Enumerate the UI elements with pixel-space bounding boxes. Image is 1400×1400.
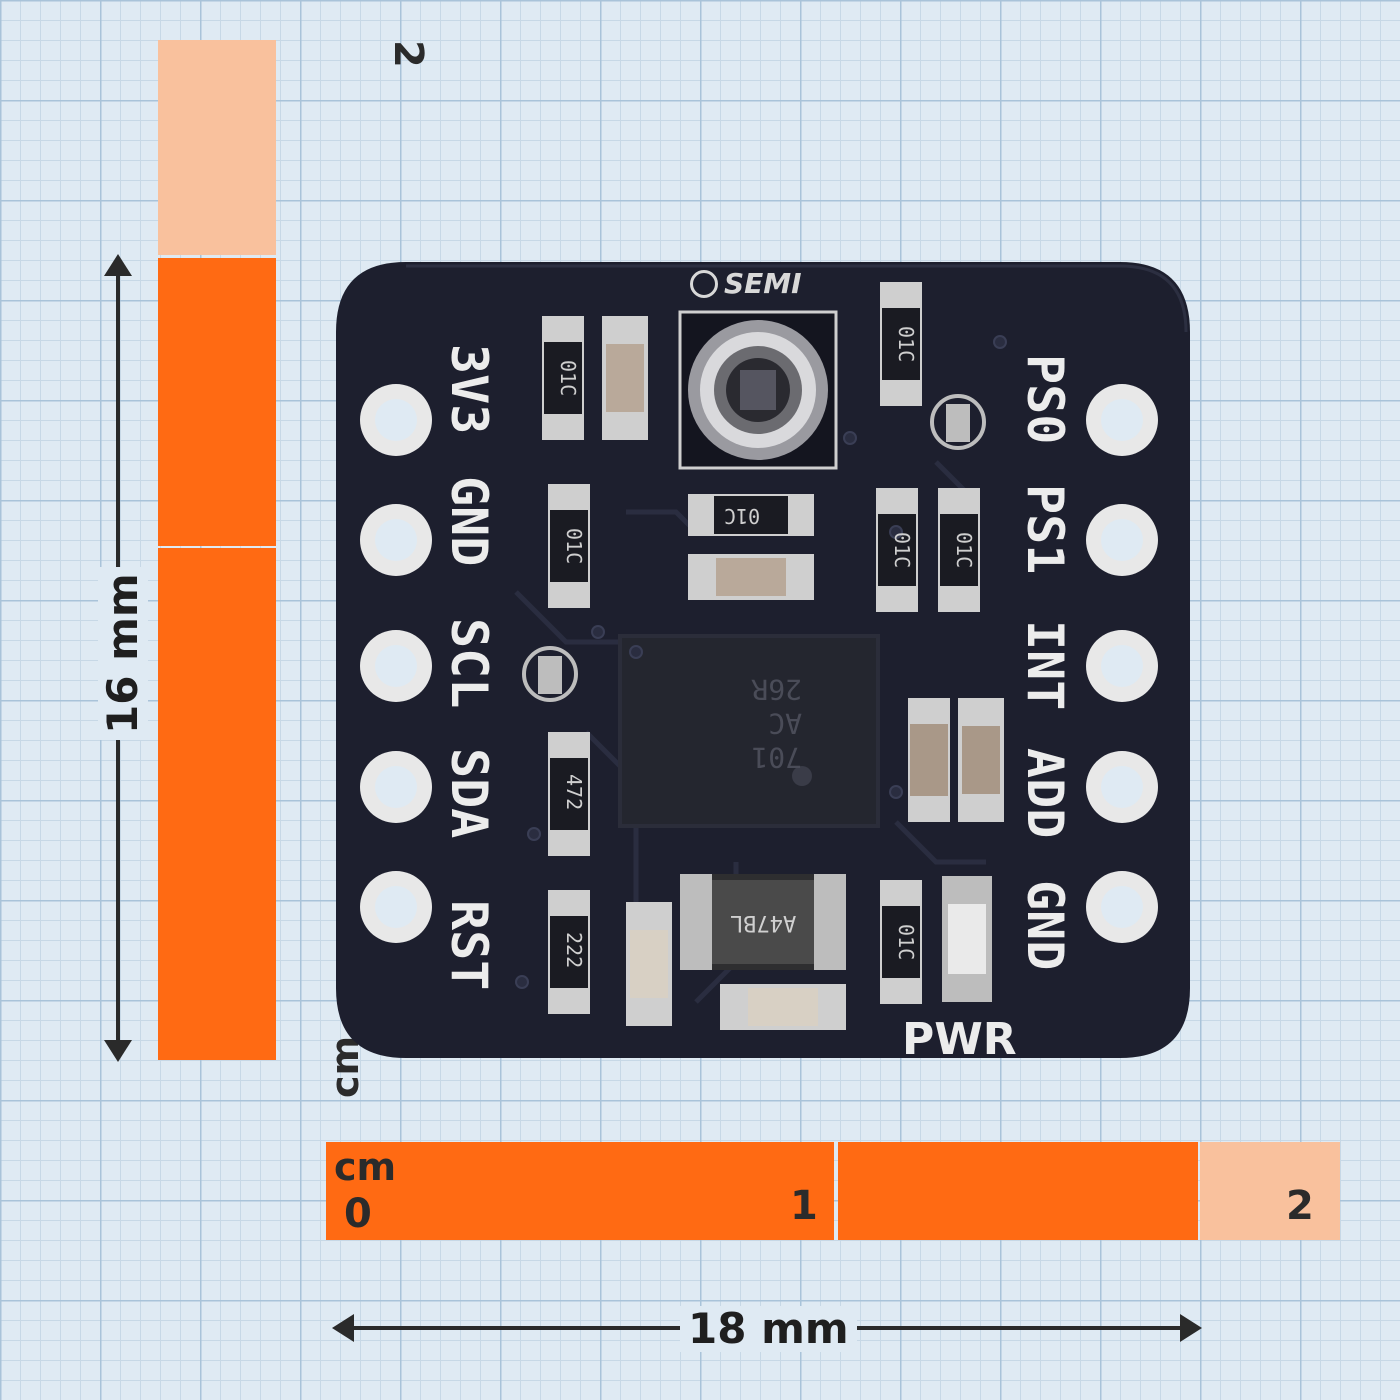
ruler-tick-label-2: 2	[385, 40, 431, 68]
ruler-tick-label-2: 2	[1286, 1183, 1314, 1229]
chip-marking-line: 26R	[751, 673, 802, 706]
ruler-tick-label-1: 1	[790, 1183, 818, 1229]
pin-label-gnd-left: GND	[440, 476, 498, 567]
ruler-tick-label-0: 0	[344, 1191, 372, 1237]
pwr-label: PWR	[902, 1014, 1017, 1065]
main-ic	[618, 634, 880, 828]
vias	[515, 335, 1007, 989]
pin-label-3v3: 3V3	[440, 344, 498, 435]
left-pin-holes	[360, 384, 432, 943]
resistor-code: 222	[562, 932, 586, 969]
pin-label-gnd-right: GND	[1016, 880, 1074, 971]
chip-marking-line: AC	[768, 707, 802, 740]
ruler-light-segment	[158, 40, 276, 255]
inductor-code: A47BL	[730, 910, 797, 935]
width-dimension-label: 18 mm	[680, 1306, 857, 1352]
resistor-code: 01C	[562, 528, 586, 565]
sensor-breakout-board: SEMI 3V3 GND SCL SDA RST PS0 PS1 INT ADD…	[336, 262, 1190, 1062]
pcb-artwork	[336, 262, 1190, 1058]
pin-label-scl: SCL	[440, 618, 498, 709]
chip-marking: 701 AC 26R	[672, 672, 802, 774]
resistor-code: 01C	[890, 532, 914, 569]
resistor-code: 01C	[556, 360, 580, 397]
resistor-code: 01C	[894, 326, 918, 363]
height-dimension-label: 16 mm	[98, 567, 148, 740]
brand-text: SEMI	[724, 267, 802, 300]
smd-components	[542, 282, 1004, 1030]
ruler-dark-segment	[158, 548, 276, 1060]
resistor-code: 472	[562, 774, 586, 811]
pin-label-add: ADD	[1016, 748, 1074, 839]
pin-label-sda: SDA	[440, 748, 498, 839]
ruler-light-segment	[1200, 1142, 1340, 1240]
pressure-sensor	[678, 310, 838, 470]
chip-marking-line: 701	[751, 741, 802, 774]
right-pin-holes	[1086, 384, 1158, 943]
inductor	[680, 874, 846, 970]
ruler-dark-segment	[326, 1142, 834, 1240]
pin-label-int: INT	[1016, 620, 1074, 711]
resistor-code: 01C	[894, 924, 918, 961]
pin-label-rst: RST	[440, 900, 498, 991]
resistor-code: 01C	[724, 504, 761, 528]
test-points	[522, 394, 986, 702]
resistor-code: 01C	[952, 532, 976, 569]
pin-label-ps1: PS1	[1016, 484, 1074, 575]
horizontal-ruler: cm 0 1 2	[326, 1142, 1340, 1240]
ruler-dark-segment	[158, 258, 276, 546]
vertical-ruler: 2 1 0 cm	[158, 40, 431, 1098]
pin-label-ps0: PS0	[1016, 354, 1074, 445]
brand-logo-icon	[690, 270, 718, 298]
ruler-unit-label: cm	[334, 1145, 397, 1189]
ruler-dark-segment	[838, 1142, 1198, 1240]
